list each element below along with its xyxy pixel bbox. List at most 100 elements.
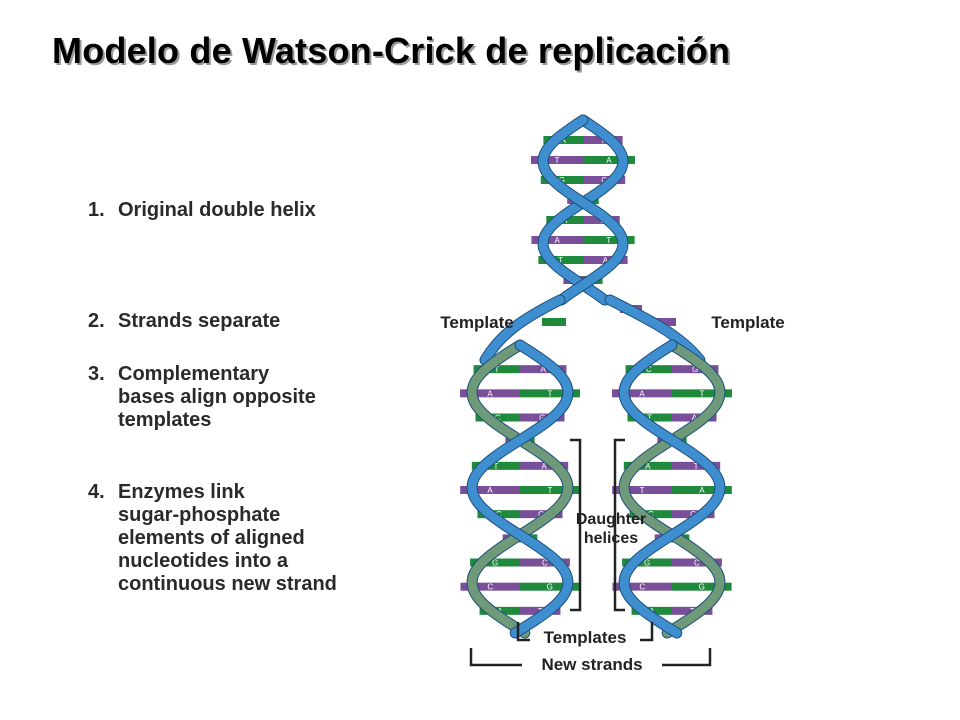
- step-4-line-5: continuous new strand: [118, 573, 337, 595]
- label-helices: helices: [584, 530, 638, 547]
- left-base-letter-left-1: A: [487, 389, 493, 398]
- right-base-right-4: [672, 461, 721, 470]
- step-4-number: 4.: [88, 481, 105, 503]
- step-1-number: 1.: [88, 199, 105, 221]
- left-base-letter-left-4: T: [493, 462, 498, 471]
- step-3-line-1: Complementary: [118, 363, 270, 385]
- left-base-letter-right-9: G: [547, 583, 553, 592]
- left-base-left-5: [460, 486, 520, 494]
- left-base-right-8: [520, 558, 570, 567]
- top-base-letter-left-1: T: [555, 156, 560, 165]
- left-base-letter-right-1: T: [548, 389, 553, 398]
- right-base-letter-left-1: A: [639, 389, 645, 398]
- left-base-right-0: [520, 365, 567, 374]
- right-base-left-1: [612, 389, 672, 398]
- step-2-line: Strands separate: [118, 310, 281, 332]
- left-template-strand: [467, 340, 573, 638]
- right-template-strand: [619, 340, 725, 638]
- top-base-left-6: [538, 256, 583, 264]
- right-base-right-6: [672, 510, 715, 519]
- left-base-letter-left-2: C: [495, 414, 501, 423]
- right-base-left-9: [612, 582, 672, 591]
- new-strands-bracket-left: [469, 648, 522, 667]
- right-base-letter-right-9: G: [699, 583, 705, 592]
- step-2-number: 2.: [88, 310, 105, 332]
- label-template-left: Template: [440, 313, 513, 332]
- right-base-letter-right-0: G: [692, 365, 698, 374]
- top-base-right-6: [583, 256, 628, 264]
- top-strand-a: [538, 115, 628, 305]
- top-base-letter-left-5: A: [555, 236, 561, 245]
- left-base-letter-left-0: T: [494, 365, 499, 374]
- top-base-letter-right-5: T: [606, 236, 611, 245]
- left-base-right-9: [520, 582, 580, 591]
- right-base-right-2: [672, 413, 717, 422]
- left-base-letter-left-8: G: [492, 559, 498, 568]
- fork-template-left: [480, 295, 565, 365]
- left-base-left-6: [477, 510, 520, 519]
- top-base-letter-left-0: A: [561, 136, 567, 145]
- left-base-right-2: [520, 413, 565, 422]
- left-base-letter-left-9: C: [487, 583, 493, 592]
- label-templates: Templates: [544, 628, 627, 647]
- right-base-left-4: [623, 461, 672, 470]
- step-3-line-2: bases align opposite: [118, 386, 316, 408]
- daughter-bracket-left: [570, 438, 582, 612]
- right-base-left-0: [625, 365, 672, 374]
- helix-strands: [466, 114, 726, 639]
- left-base-right-1: [520, 389, 580, 398]
- right-base-letter-left-0: C: [646, 365, 652, 374]
- top-base-right-1: [583, 156, 635, 164]
- step-4-line-3: elements of aligned: [118, 527, 305, 549]
- left-base-letter-right-0: A: [541, 365, 547, 374]
- step-4-line-2: sugar-phosphate: [118, 504, 281, 526]
- new-strands-bracket-right: [662, 648, 712, 667]
- right-new-strand: [619, 340, 725, 638]
- templates-bracket-left: [516, 622, 530, 642]
- right-base-letter-left-2: T: [647, 414, 652, 423]
- left-base-letter-right-5: T: [547, 486, 552, 495]
- left-base-right-5: [520, 486, 580, 494]
- right-base-left-2: [627, 413, 672, 422]
- right-base-letter-right-4: T: [694, 462, 699, 471]
- right-base-letter-right-1: T: [700, 389, 705, 398]
- left-base-letter-right-4: A: [541, 462, 547, 471]
- right-base-left-8: [622, 558, 672, 567]
- label-new-strands: New strands: [541, 655, 642, 674]
- right-base-letter-right-5: A: [699, 486, 705, 495]
- step-4-line-4: nucleotides into a: [118, 550, 289, 572]
- top-strand-b: [538, 115, 628, 305]
- left-new-strand: [467, 340, 573, 638]
- right-base-left-6: [629, 510, 672, 519]
- right-base-right-0: [672, 365, 719, 374]
- left-base-right-4: [520, 461, 569, 470]
- label-daughter: Daughter: [576, 511, 646, 528]
- right-base-letter-right-8: C: [694, 559, 700, 568]
- left-base-left-8: [470, 558, 520, 567]
- fork-free-base-3: [542, 318, 566, 326]
- left-base-letter-right-8: C: [542, 559, 548, 568]
- left-base-left-0: [473, 365, 520, 374]
- left-base-letter-right-2: G: [539, 414, 545, 423]
- left-base-right-6: [520, 510, 563, 519]
- right-base-right-5: [672, 486, 732, 494]
- page-title: Modelo de Watson-Crick de replicación: [52, 30, 731, 71]
- top-base-letter-left-2: G: [559, 176, 565, 185]
- brackets: [469, 438, 712, 667]
- top-base-left-2: [540, 176, 583, 184]
- right-base-right-9: [672, 582, 732, 591]
- right-base-letter-left-5: T: [640, 486, 645, 495]
- step-1-line: Original double helix: [118, 199, 316, 221]
- right-base-letter-left-8: G: [644, 559, 650, 568]
- top-base-left-5: [531, 236, 583, 244]
- left-base-left-9: [460, 582, 520, 591]
- left-base-letter-left-5: A: [487, 486, 493, 495]
- top-base-letter-right-1: A: [606, 156, 612, 165]
- left-base-left-2: [475, 413, 520, 422]
- right-base-letter-left-4: A: [645, 462, 651, 471]
- right-base-left-5: [612, 486, 672, 494]
- top-base-right-5: [583, 236, 635, 244]
- top-base-letter-right-2: C: [601, 176, 607, 185]
- step-4-line-1: Enzymes link: [118, 481, 245, 503]
